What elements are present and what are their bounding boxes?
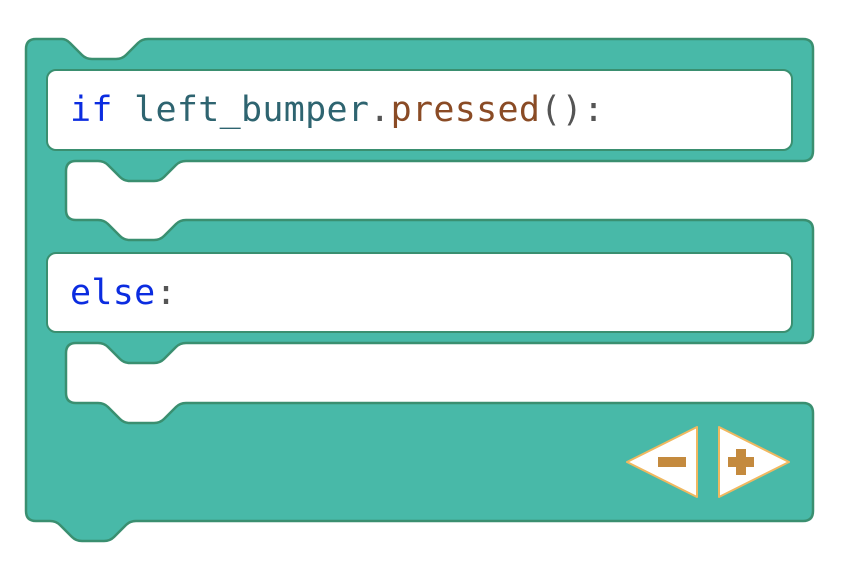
method-name: pressed	[390, 90, 541, 130]
else-keyword: else	[70, 272, 156, 313]
if-keyword: if	[70, 90, 113, 130]
if-body-slot[interactable]	[68, 164, 808, 218]
if-colon: :	[582, 90, 605, 130]
if-condition-field[interactable]: if left_bumper.pressed():	[46, 69, 793, 151]
else-line-field[interactable]: else:	[46, 252, 793, 333]
else-colon: :	[155, 272, 177, 313]
object-name: left_bumper	[134, 90, 370, 130]
call-parens: ()	[540, 90, 583, 130]
minus-glyph	[658, 457, 686, 467]
plus-glyph-vertical	[736, 449, 746, 475]
dot-operator: .	[369, 90, 391, 130]
else-body-slot[interactable]	[68, 346, 808, 401]
remove-branch-button[interactable]	[626, 426, 698, 498]
space	[113, 90, 134, 130]
add-branch-button[interactable]	[718, 426, 790, 498]
